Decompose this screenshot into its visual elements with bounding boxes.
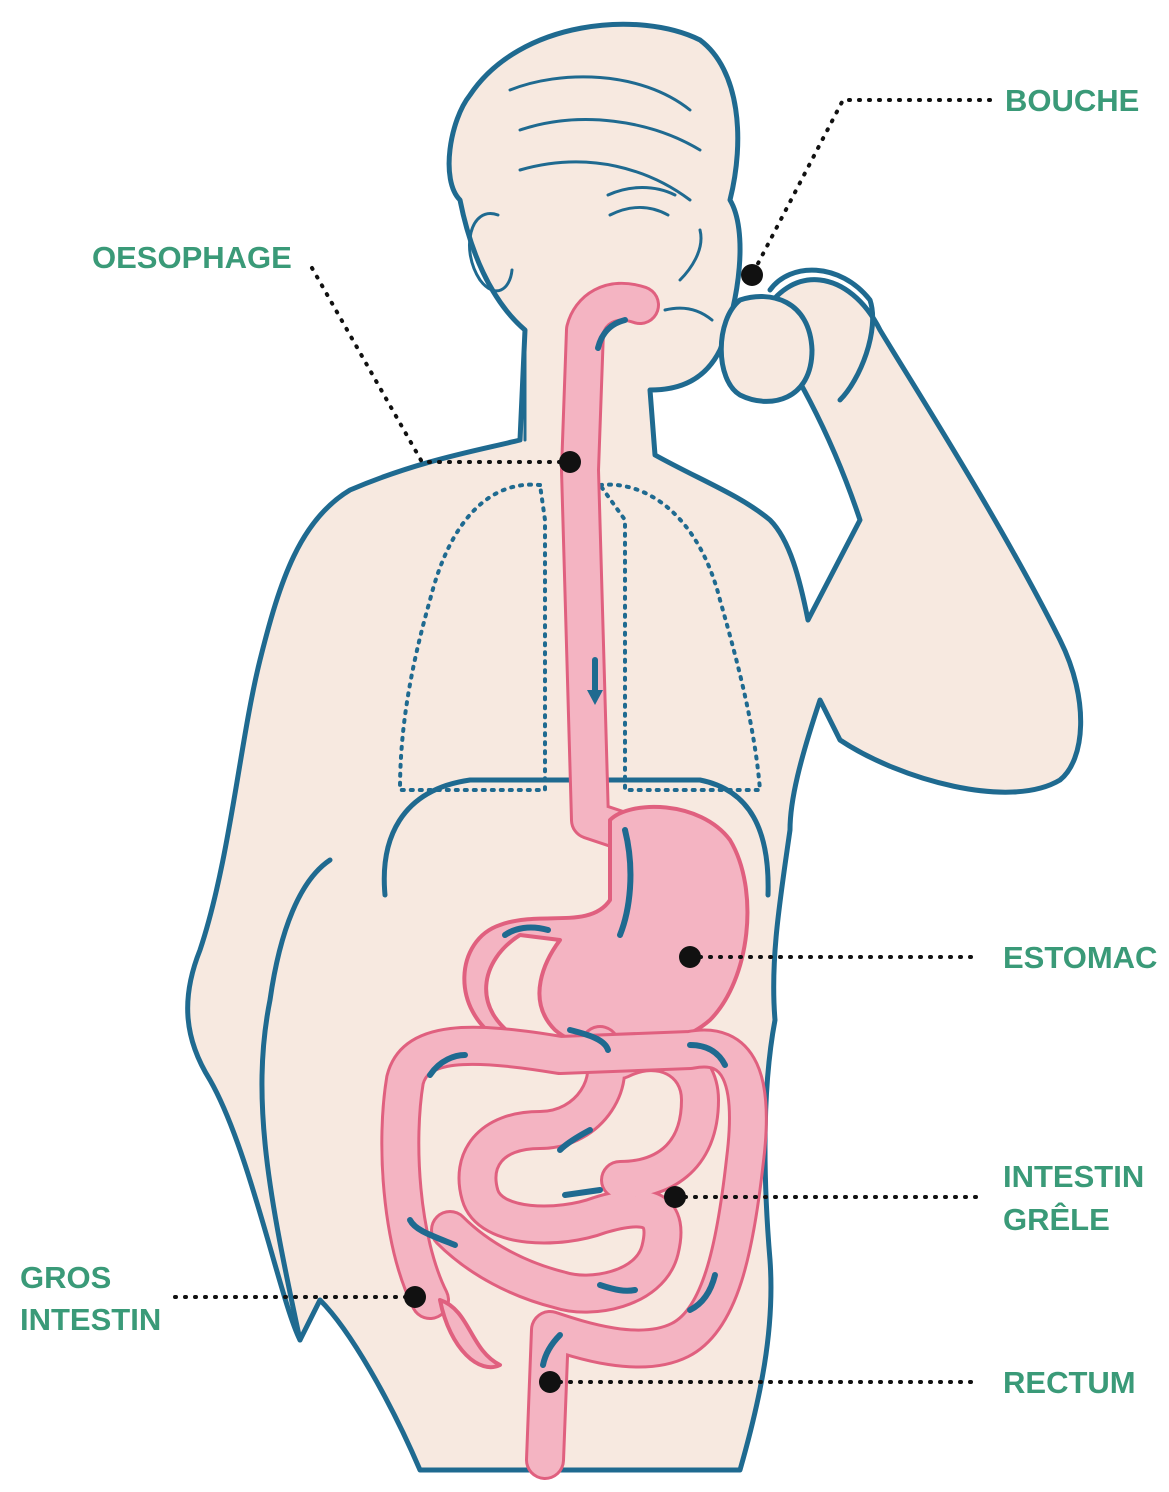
body-illustration [188, 24, 1081, 1470]
dot-gros-intestin [404, 1286, 426, 1308]
dot-bouche [741, 264, 763, 286]
label-oesophage: OESOPHAGE [92, 240, 292, 275]
dot-rectum [539, 1371, 561, 1393]
label-intestin-grele-line1: INTESTIN [1003, 1159, 1144, 1194]
apple [721, 297, 812, 402]
label-estomac: ESTOMAC [1003, 940, 1157, 975]
label-intestin-grele-line2: GRÊLE [1003, 1201, 1110, 1237]
label-gros-intestin-line2: INTESTIN [20, 1302, 161, 1337]
label-bouche: BOUCHE [1005, 83, 1139, 118]
label-rectum: RECTUM [1003, 1365, 1136, 1400]
label-gros-intestin-line1: GROS [20, 1260, 111, 1295]
body-outline [188, 24, 1081, 1470]
leader-bouche [752, 100, 990, 275]
dot-oesophage [559, 451, 581, 473]
dot-intestin-grele [664, 1186, 686, 1208]
dot-estomac [679, 946, 701, 968]
